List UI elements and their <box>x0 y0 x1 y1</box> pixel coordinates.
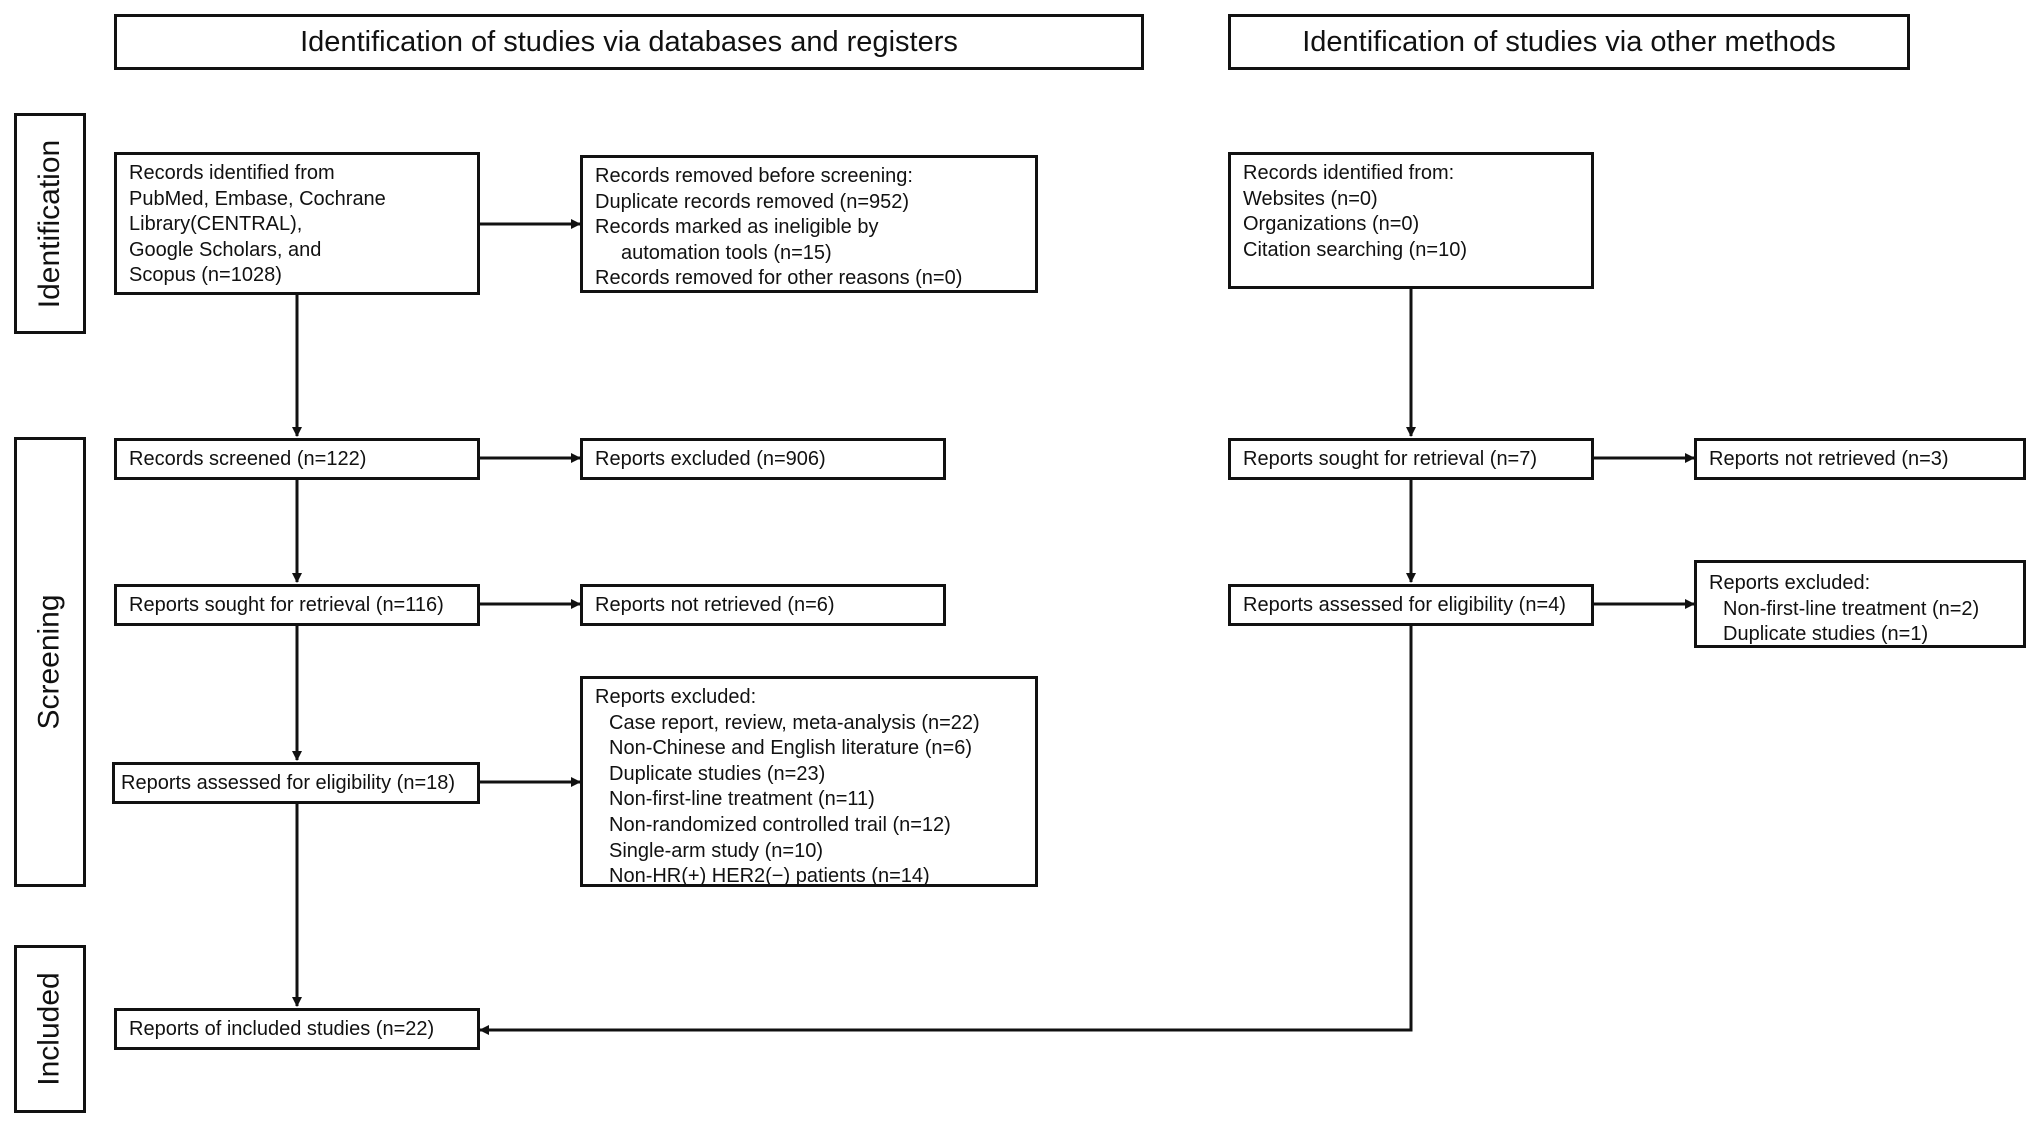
excluded-reason: Single-arm study (n=10) <box>609 839 823 862</box>
reports-not-retrieved-box: Reports not retrieved (n=6) <box>580 584 946 626</box>
included-studies-box: Reports of included studies (n=22) <box>114 1008 480 1050</box>
reports-assessed-label: Reports assessed for eligibility (n=18) <box>121 772 456 794</box>
header-databases-label: Identification of studies via databases … <box>300 25 958 58</box>
other-source-item: Organizations (n=0) <box>1243 213 1420 236</box>
header-other-methods: Identification of studies via other meth… <box>1228 14 1910 70</box>
other-records-identified-title: Records identified from: <box>1243 162 1455 184</box>
other-reports-not-retrieved-label: Reports not retrieved (n=3) <box>1709 448 1949 470</box>
phase-included-label: Included <box>33 972 66 1086</box>
reports-excluded-screen-label: Reports excluded (n=906) <box>595 448 826 470</box>
excluded-reason: Duplicate studies (n=23) <box>609 762 826 785</box>
arrow-other-assessed-to-included <box>479 624 1413 1035</box>
excluded-reason: Non-HR(+) HER2(−) patients (n=14) <box>609 865 930 888</box>
phase-screening-label: Screening <box>33 594 66 730</box>
header-databases: Identification of studies via databases … <box>114 14 1144 70</box>
phase-included: Included <box>14 945 86 1113</box>
records-removed-title: Records removed before screening: <box>595 165 913 187</box>
other-source-item: Websites (n=0) <box>1243 187 1378 210</box>
excluded-reason: Case report, review, meta-analysis (n=22… <box>609 711 980 734</box>
reports-sought-box: Reports sought for retrieval (n=116) <box>114 584 480 626</box>
records-identified-line: Scopus (n=1028) <box>129 264 282 287</box>
records-identified-line: Library(CENTRAL), <box>129 213 303 236</box>
phase-screening: Screening <box>14 437 86 887</box>
included-studies-label: Reports of included studies (n=22) <box>129 1018 435 1040</box>
reports-not-retrieved-label: Reports not retrieved (n=6) <box>595 594 835 616</box>
other-reports-sought-box: Reports sought for retrieval (n=7) <box>1228 438 1594 480</box>
records-removed-ineligible: Records marked as ineligible by <box>595 216 879 239</box>
reports-excluded-screen-box: Reports excluded (n=906) <box>580 438 946 480</box>
other-excluded-reason: Duplicate studies (n=1) <box>1723 623 1929 646</box>
excluded-reason: Non-first-line treatment (n=11) <box>609 788 875 811</box>
reports-excluded-title: Reports excluded: <box>595 686 757 708</box>
records-removed-box: Records removed before screening: Duplic… <box>580 155 1038 293</box>
excluded-reason: Non-Chinese and English literature (n=6) <box>609 737 972 760</box>
phase-identification: Identification <box>14 113 86 334</box>
phase-identification-label: Identification <box>33 139 67 308</box>
records-screened-box: Records screened (n=122) <box>114 438 480 480</box>
other-source-item: Citation searching (n=10) <box>1243 238 1468 261</box>
records-removed-other: Records removed for other reasons (n=0) <box>595 267 963 290</box>
other-reports-excluded-title: Reports excluded: <box>1709 572 1871 594</box>
records-identified-line: Records identified from <box>129 162 335 184</box>
other-excluded-reason: Non-first-line treatment (n=2) <box>1723 597 1980 620</box>
other-reports-sought-label: Reports sought for retrieval (n=7) <box>1243 448 1538 470</box>
excluded-reason: Non-randomized controlled trail (n=12) <box>609 813 951 836</box>
reports-sought-label: Reports sought for retrieval (n=116) <box>129 594 444 616</box>
records-removed-duplicates: Duplicate records removed (n=952) <box>595 190 910 213</box>
other-records-identified-box: Records identified from: Websites (n=0) … <box>1228 152 1594 289</box>
records-identified-line: Google Scholars, and <box>129 238 322 261</box>
records-screened-label: Records screened (n=122) <box>129 448 367 470</box>
records-identified-line: PubMed, Embase, Cochrane <box>129 187 386 210</box>
header-other-label: Identification of studies via other meth… <box>1302 25 1836 58</box>
other-reports-assessed-label: Reports assessed for eligibility (n=4) <box>1243 594 1566 616</box>
other-reports-excluded-box: Reports excluded: Non-first-line treatme… <box>1694 560 2026 648</box>
records-removed-ineligible-cont: automation tools (n=15) <box>621 241 832 264</box>
records-identified-box: Records identified from PubMed, Embase, … <box>114 152 480 295</box>
other-reports-assessed-box: Reports assessed for eligibility (n=4) <box>1228 584 1594 626</box>
other-reports-not-retrieved-box: Reports not retrieved (n=3) <box>1694 438 2026 480</box>
reports-assessed-box: Reports assessed for eligibility (n=18) <box>112 762 480 804</box>
reports-excluded-box: Reports excluded: Case report, review, m… <box>580 676 1038 887</box>
